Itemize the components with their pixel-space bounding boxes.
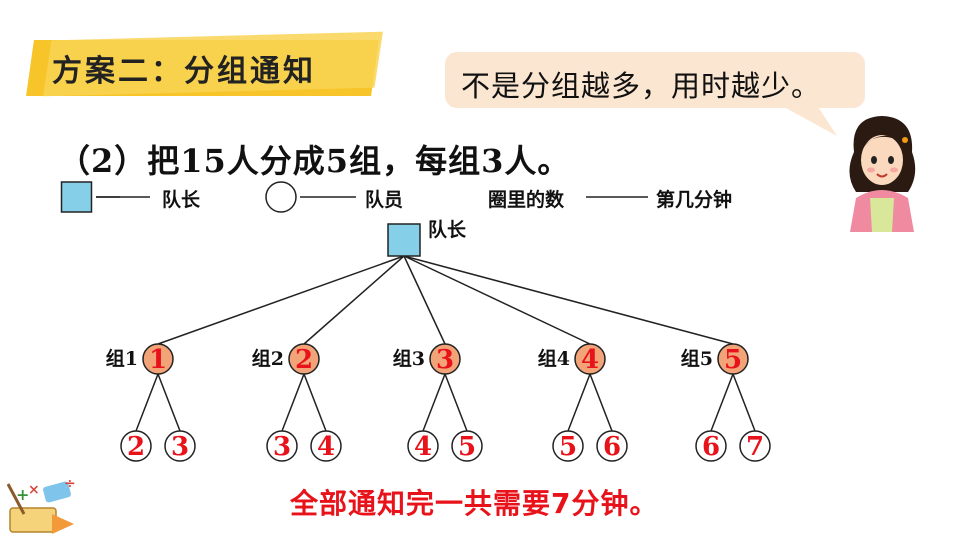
- group-4-label: 组4: [538, 347, 570, 370]
- group-2-left-branch: [281, 373, 305, 432]
- group-1-minute-number: 1: [149, 345, 167, 375]
- group-4-member-2-circle: [596, 430, 628, 462]
- group-5-left-branch: [710, 373, 734, 432]
- legend-dash-2: [300, 196, 356, 198]
- group-2-member-2-circle: [310, 430, 342, 462]
- group-3-right-branch: [444, 373, 468, 432]
- group-2-right-branch: [303, 373, 327, 432]
- group-5-member-1-circle: [695, 430, 727, 462]
- group-4-member-2-minute: 6: [603, 432, 621, 462]
- legend-circle-number-label: 圈里的数: [488, 189, 565, 211]
- root-leader-square: [387, 223, 421, 257]
- root-leader-label: 队长: [428, 218, 467, 241]
- group-4-leader-circle: [574, 343, 606, 375]
- group-5-label: 组5: [681, 347, 713, 370]
- speech-bubble-tail: [775, 102, 837, 136]
- group-4-left-branch: [567, 373, 591, 432]
- group-5-leader-circle: [717, 343, 749, 375]
- group-1-leader-circle: [142, 343, 174, 375]
- group-3-member-1-circle: [407, 430, 439, 462]
- group-1-label: 组1: [106, 347, 138, 370]
- group-2-label: 组2: [252, 347, 284, 370]
- root-to-group-1-line: [157, 255, 405, 345]
- group-3-label: 组3: [393, 347, 425, 370]
- group-3-left-branch: [422, 373, 446, 432]
- problem-statement: （2）把15人分成5组，每组3人。: [58, 142, 571, 180]
- speech-bubble-text: 不是分组越多，用时越少。: [461, 69, 822, 103]
- legend-circle-number-meaning: 第几分钟: [656, 189, 733, 211]
- group-4-minute-number: 4: [581, 345, 599, 375]
- group-5-member-2-circle: [739, 430, 771, 462]
- group-3-member-2-minute: 5: [458, 432, 476, 462]
- group-5-member-2-minute: 7: [746, 432, 764, 462]
- group-3-member-1-minute: 4: [414, 432, 432, 462]
- group-1-member-2-circle: [164, 430, 196, 462]
- group-3-minute-number: 3: [436, 345, 454, 375]
- group-4-member-1-circle: [552, 430, 584, 462]
- root-to-group-4-line: [403, 255, 591, 345]
- group-5-minute-number: 5: [724, 345, 742, 375]
- member-legend-circle-icon: [265, 181, 297, 213]
- group-3-leader-circle: [429, 343, 461, 375]
- teacher-illustration: [849, 116, 916, 232]
- root-to-group-5-line: [403, 255, 734, 345]
- group-2-member-1-circle: [266, 430, 298, 462]
- group-2-leader-circle: [288, 343, 320, 375]
- svg-text:×: ×: [28, 482, 40, 498]
- group-2-member-2-minute: 4: [317, 432, 335, 462]
- group-1-member-1-minute: 2: [127, 432, 145, 462]
- group-1-left-branch: [135, 373, 159, 432]
- group-2-member-1-minute: 3: [273, 432, 291, 462]
- svg-text:÷: ÷: [64, 476, 76, 492]
- group-4-member-1-minute: 5: [559, 432, 577, 462]
- group-3-member-2-circle: [451, 430, 483, 462]
- group-1-member-1-circle: [120, 430, 152, 462]
- legend-member-label: 队员: [365, 189, 404, 211]
- svg-text:+: +: [16, 485, 29, 504]
- group-1-right-branch: [157, 373, 181, 432]
- page-title: 方案二：分组通知: [52, 54, 316, 89]
- group-1-member-2-minute: 3: [171, 432, 189, 462]
- group-5-member-1-minute: 6: [702, 432, 720, 462]
- legend-leader-label: 队长: [162, 189, 201, 211]
- title-banner: 方案二：分组通知: [26, 31, 383, 98]
- group-5-right-branch: [732, 373, 756, 432]
- speech-bubble-box: [445, 52, 865, 108]
- group-2-minute-number: 2: [295, 345, 313, 375]
- speech-bubble: 不是分组越多，用时越少。: [445, 52, 865, 136]
- root-to-group-2-line: [303, 255, 405, 345]
- group-4-right-branch: [589, 373, 613, 432]
- legend-dash-1: [96, 196, 150, 198]
- legend-dash-3: [586, 196, 648, 198]
- root-to-group-3-line: [403, 255, 446, 345]
- math-stationery-icon: + × ÷: [6, 476, 76, 534]
- conclusion-text: 全部通知完一共需要7分钟。: [290, 487, 659, 520]
